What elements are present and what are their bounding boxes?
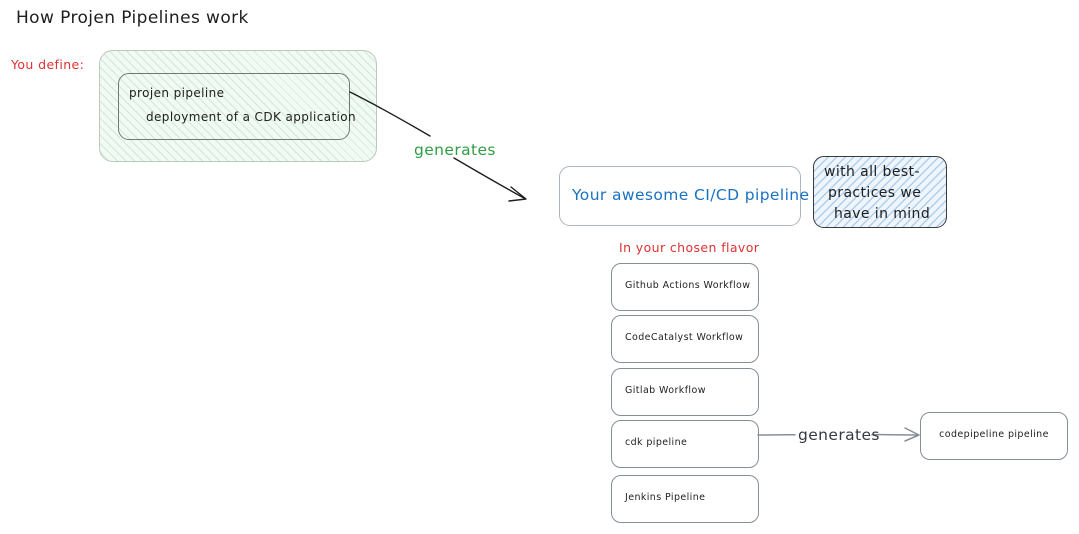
best-practices-line-1: with all best- — [824, 164, 920, 180]
flavor-label-gitlab: Gitlab Workflow — [625, 385, 706, 396]
define-inner-box: projen pipeline deployment of a CDK appl… — [118, 73, 356, 140]
flavor-label-github-actions: Github Actions Workflow — [625, 280, 751, 291]
cicd-pipeline-box: Your awesome CI/CD pipeline — [559, 166, 809, 226]
flavor-box-jenkins[interactable]: Jenkins Pipeline — [611, 475, 759, 523]
generates-label-2: generates — [798, 426, 880, 444]
flavor-section-label: In your chosen flavor — [619, 240, 760, 255]
you-define-label: You define: — [11, 57, 85, 72]
page-title: How Projen Pipelines work — [16, 8, 249, 28]
codepipeline-pipeline-label: codepipeline pipeline — [939, 429, 1049, 440]
define-outer-container — [99, 50, 377, 162]
flavor-label-jenkins: Jenkins Pipeline — [625, 492, 706, 503]
flavor-label-cdk-pipeline: cdk pipeline — [625, 437, 688, 448]
best-practices-line-3: have in mind — [834, 206, 931, 222]
flavor-label-codecatalyst: CodeCatalyst Workflow — [625, 332, 744, 343]
define-line-projen-pipeline: projen pipeline — [129, 86, 225, 100]
flavor-box-codecatalyst[interactable]: CodeCatalyst Workflow — [611, 315, 759, 363]
flavor-box-github-actions[interactable]: Github Actions Workflow — [611, 263, 759, 311]
codepipeline-pipeline-box[interactable]: codepipeline pipeline — [920, 412, 1068, 460]
flavor-box-gitlab[interactable]: Gitlab Workflow — [611, 368, 759, 416]
best-practices-line-2: practices we — [828, 185, 922, 201]
cicd-pipeline-label: Your awesome CI/CD pipeline — [572, 186, 810, 204]
define-line-cdk-deployment: deployment of a CDK application — [146, 110, 357, 124]
flavor-box-cdk-pipeline[interactable]: cdk pipeline — [611, 420, 759, 468]
generates-label-1: generates — [414, 141, 496, 159]
best-practices-note: with all best- practices we have in mind — [813, 156, 947, 228]
